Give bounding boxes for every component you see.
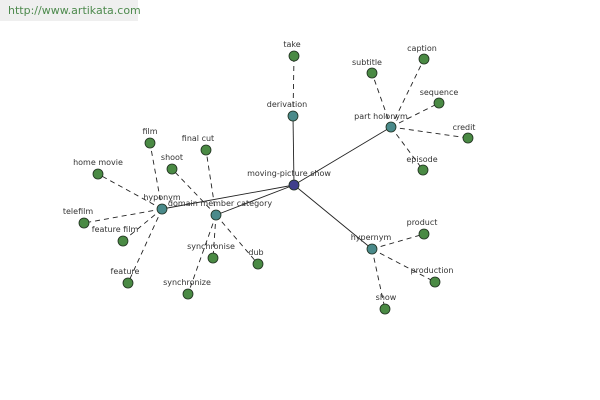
edge-moving-picture-show-to-hyponym [161,184,295,210]
edge-moving-picture-show-to-domain-member-category [215,184,295,216]
label-production: production [411,266,454,275]
label-home-movie: home movie [73,158,123,167]
label-product: product [407,218,438,227]
node-production[interactable] [429,276,441,288]
label-take: take [283,40,300,49]
node-synchronise[interactable] [207,252,219,264]
edge-domain-member-category-to-synchronize [187,214,217,295]
label-hyponym: hyponym [143,193,181,202]
label-part-holonym: part holonym [354,112,408,121]
label-hypernym-right: hypernym [351,233,392,242]
node-product[interactable] [418,228,430,240]
label-feature: feature [111,267,140,276]
labels-layer: moving-picture show derivation take part ho… [63,40,476,302]
node-derivation[interactable] [287,110,299,122]
edge-domain-member-category-to-shoot [171,168,217,216]
node-film[interactable] [144,137,156,149]
label-telefilm: telefilm [63,207,93,216]
node-home-movie[interactable] [92,168,104,180]
node-hyponym[interactable] [156,203,168,215]
node-hypernym-right[interactable] [366,243,378,255]
label-synchronize: synchronize [163,278,211,287]
node-show[interactable] [379,303,391,315]
label-shoot: shoot [161,153,183,162]
node-subtitle[interactable] [366,67,378,79]
edge-hyponym-to-film [149,142,163,210]
node-dub[interactable] [252,258,264,270]
edge-hyponym-to-feature [127,208,163,284]
label-synchronise: synchronise [187,242,235,251]
label-subtitle: subtitle [352,58,382,67]
node-sequence[interactable] [433,97,445,109]
node-moving-picture-show[interactable] [288,179,300,191]
node-synchronize[interactable] [182,288,194,300]
label-credit: credit [453,123,476,132]
edge-domain-member-category-to-final-cut [205,149,217,216]
edge-domain-member-category-to-synchronise [212,214,217,259]
label-derivation: derivation [267,100,307,109]
watermark-url: http://www.artikata.com [0,0,141,21]
edge-derivation-to-take [292,55,295,117]
edges-layer [83,55,469,310]
label-dub: dub [248,248,263,257]
label-show: show [376,293,397,302]
node-take[interactable] [288,50,300,62]
edge-hypernym-right-to-show [371,248,386,310]
node-domain-member-category[interactable] [210,209,222,221]
edge-part-holonym-to-subtitle [371,72,392,128]
edge-hyponym-to-home-movie [97,173,163,210]
edge-moving-picture-show-to-derivation [292,115,295,186]
label-caption: caption [407,44,437,53]
label-final-cut: final cut [182,134,214,143]
node-part-holonym[interactable] [385,121,397,133]
node-telefilm[interactable] [78,217,90,229]
edge-moving-picture-show-to-part-holonym [293,126,392,186]
node-final-cut[interactable] [200,144,212,156]
label-feature-film: feature film [92,225,139,234]
edge-part-holonym-to-credit [390,126,469,139]
edge-hypernym-right-to-production [371,248,436,283]
edge-domain-member-category-to-dub [215,214,259,265]
edge-hyponym-to-telefilm [83,208,163,224]
node-shoot[interactable] [166,163,178,175]
node-feature-film[interactable] [117,235,129,247]
node-feature[interactable] [122,277,134,289]
label-film: film [142,127,157,136]
edge-moving-picture-show-to-hypernym-right [293,184,373,250]
label-moving-picture-show: moving-picture show [247,169,331,178]
edge-hypernym-right-to-product [371,233,425,250]
node-caption[interactable] [418,53,430,65]
edge-part-holonym-to-caption [390,58,425,128]
label-episode: episode [406,155,437,164]
label-sequence: sequence [420,88,459,97]
node-credit[interactable] [462,132,474,144]
node-episode[interactable] [417,164,429,176]
nodes-layer [78,50,474,315]
label-domain-member-category: domain member category [168,199,272,208]
